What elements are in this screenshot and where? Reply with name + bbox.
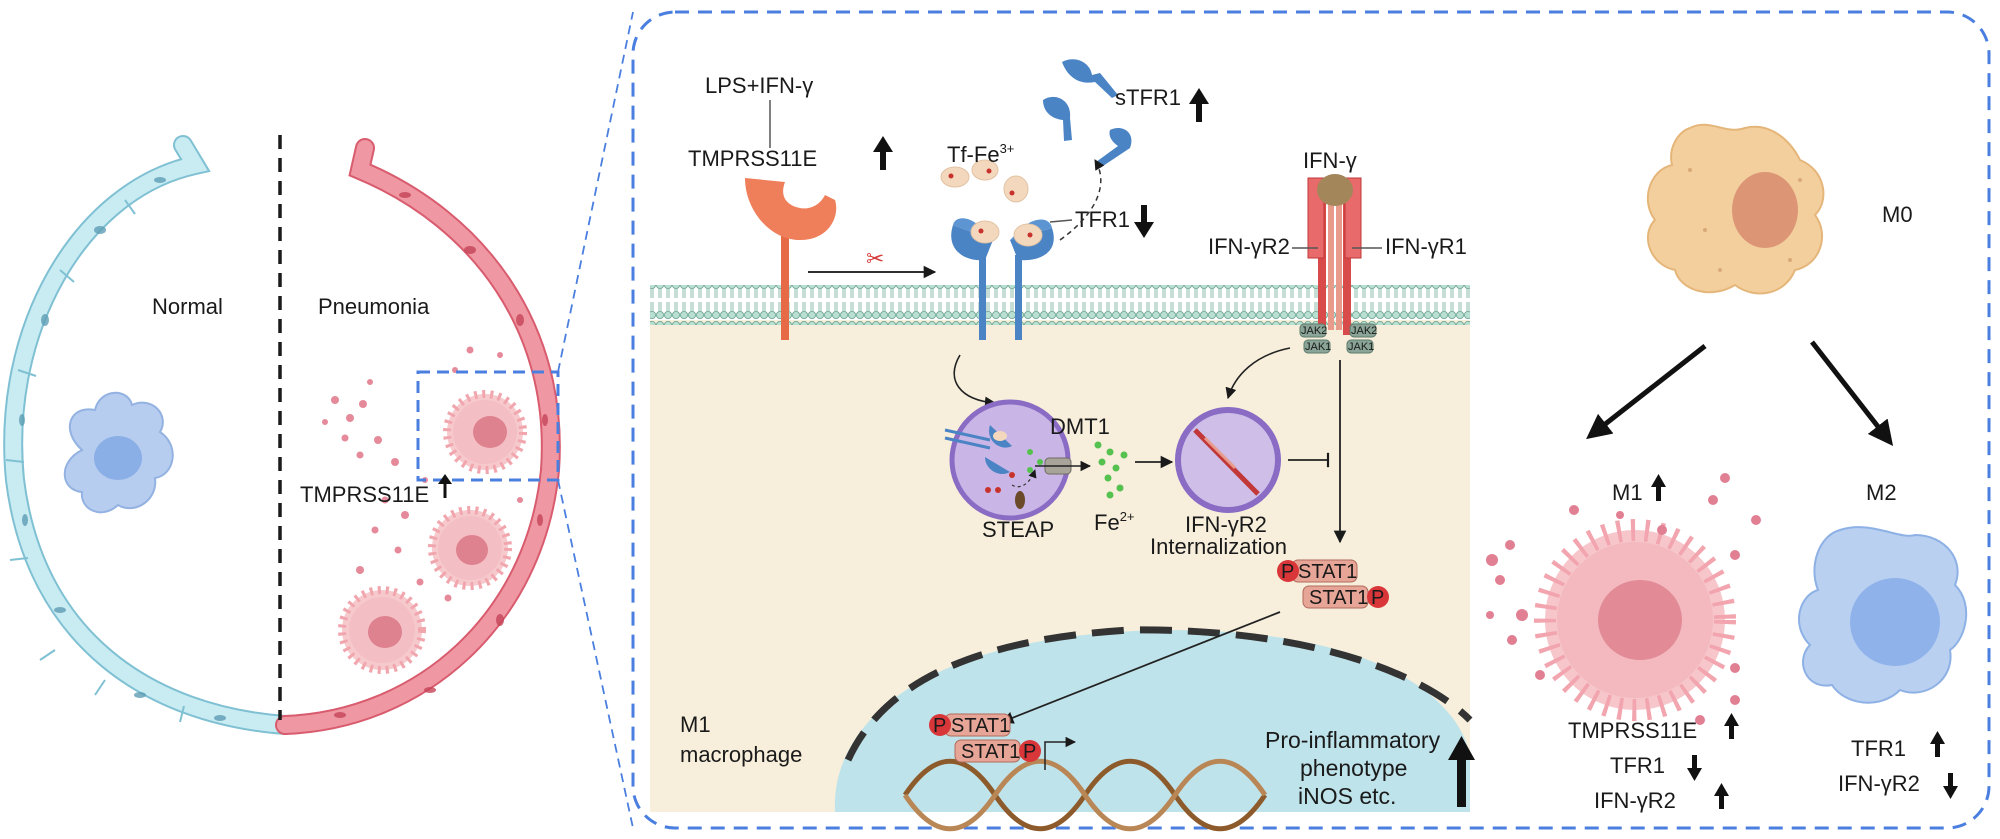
alveolus-pneumonia-wall <box>275 138 561 735</box>
m1-marker-list: TMPRSS11E TFR1 IFN-γR2 <box>1568 718 1697 813</box>
normal-macrophage <box>63 391 174 514</box>
up-arrow-icon <box>1930 731 1945 757</box>
tf-fe-label: Tf-Fe3+ <box>947 141 1014 167</box>
zoom-line-top <box>557 11 634 373</box>
receptor-internalization-arrow <box>1225 347 1291 400</box>
phospho-label-2: P <box>1371 587 1384 609</box>
stfr1-fragments <box>1043 59 1132 168</box>
stat1-dimer-cytoplasm <box>1277 559 1389 609</box>
m2-macrophage <box>1798 526 1968 704</box>
up-arrow-icon <box>1724 713 1739 739</box>
up-arrow-icon <box>1651 474 1666 501</box>
down-arrow-icon <box>1134 205 1154 238</box>
m0-to-m2-arrow <box>1810 340 1894 446</box>
m2-marker-list: TFR1 IFN-γR2 <box>1838 736 1920 796</box>
phospho-label-3: P <box>933 715 946 737</box>
ifng-label: IFN-γ <box>1303 148 1357 173</box>
m1-marker-1: TMPRSS11E <box>1568 718 1697 743</box>
dmt1-label: DMT1 <box>1050 414 1110 439</box>
m1-label: M1 <box>1612 480 1643 505</box>
ifngr1-label: IFN-γR1 <box>1385 234 1467 259</box>
scissors-icon: ✂ <box>866 246 884 271</box>
fe2-ions <box>1094 441 1128 499</box>
nuclear-envelope <box>844 626 1473 762</box>
stfr1-label: sTFR1 <box>1115 85 1181 110</box>
pneumonia-macrophage-2 <box>428 506 512 590</box>
m2-marker-arrows <box>1930 731 1958 799</box>
fe-label: Fe2+ <box>1094 509 1135 535</box>
pneumonia-macrophage-1 <box>443 390 527 474</box>
cytokine-dots-right <box>1486 473 1761 725</box>
tfr1-connector <box>1049 219 1073 223</box>
stat1-label-1: STAT1 <box>1298 561 1357 583</box>
nuclear-translocation-arrow <box>1000 611 1281 724</box>
phenotype-label-3: iNOS etc. <box>1298 783 1396 809</box>
down-arrow-icon <box>1943 773 1958 799</box>
jak2-label-right: JAK2 <box>1351 325 1377 337</box>
m1-marker-3: IFN-γR2 <box>1594 788 1676 813</box>
phospho-label-4: P <box>1023 741 1036 763</box>
phenotype-label-1: Pro-inflammatory <box>1265 727 1441 753</box>
nucleus <box>834 630 1470 812</box>
m0-label: M0 <box>1882 202 1913 227</box>
tmprss11e-protein <box>745 178 837 340</box>
ifng-ligand <box>1317 174 1353 206</box>
normal-label: Normal <box>152 294 223 319</box>
pneumonia-macrophage-3 <box>338 586 426 674</box>
down-arrow-icon <box>1687 755 1702 781</box>
phospho-label-1: P <box>1281 561 1294 583</box>
macrophage-label-1: M1 <box>680 712 711 737</box>
up-arrow-icon <box>1189 88 1209 122</box>
jak2-label-left: JAK2 <box>1301 325 1327 337</box>
ifngr2-vesicle <box>1175 407 1281 513</box>
jak-kinases <box>1299 323 1377 354</box>
up-arrow-icon <box>873 136 893 170</box>
steap-label: STEAP <box>982 517 1054 542</box>
up-arrow-icon <box>438 474 452 498</box>
shedding-arrow <box>1059 159 1105 241</box>
jak1-label-left: JAK1 <box>1305 341 1331 353</box>
endosome <box>944 399 1092 521</box>
alveolus-normal-wall <box>3 135 295 735</box>
jak1-label-right: JAK1 <box>1348 341 1374 353</box>
stat1-dimer-nucleus <box>929 713 1041 763</box>
m0-to-m1-arrow <box>1586 344 1707 440</box>
stat1-label-4: STAT1 <box>961 741 1020 763</box>
transcription-arrow <box>1044 736 1077 770</box>
m0-macrophage <box>1646 123 1825 295</box>
m1-marker-arrows <box>1687 713 1739 809</box>
m2-label: M2 <box>1866 480 1897 505</box>
tfr1-receptor <box>951 218 1054 340</box>
pneumonia-label: Pneumonia <box>318 294 430 319</box>
tmprss11e-label: TMPRSS11E <box>688 146 817 171</box>
up-arrow-icon <box>1714 783 1729 809</box>
zoom-box <box>416 370 560 482</box>
endocytosis-arrow <box>953 354 997 408</box>
tf-fe-particles <box>940 159 1029 203</box>
zoom-line-bottom <box>557 479 634 829</box>
dna-icon <box>902 758 1268 832</box>
m2-marker-1: TFR1 <box>1851 736 1906 761</box>
m1-macrophage <box>1534 519 1736 721</box>
internalization-label-2: Internalization <box>1150 534 1287 559</box>
internalization-label-1: IFN-γR2 <box>1185 512 1267 537</box>
tmprss11e-label-left: TMPRSS11E <box>300 482 429 507</box>
up-arrow-icon <box>1448 736 1475 807</box>
stat1-label-2: STAT1 <box>1309 587 1368 609</box>
macrophage-label-2: macrophage <box>680 742 802 767</box>
cytokine-dots-left <box>322 346 523 602</box>
m1-marker-2: TFR1 <box>1610 753 1665 778</box>
ifngr2-label: IFN-γR2 <box>1208 234 1290 259</box>
stat1-label-3: STAT1 <box>951 715 1010 737</box>
phenotype-label-2: phenotype <box>1300 755 1407 781</box>
m2-marker-2: IFN-γR2 <box>1838 771 1920 796</box>
stimulus-label: LPS+IFN-γ <box>705 73 813 98</box>
